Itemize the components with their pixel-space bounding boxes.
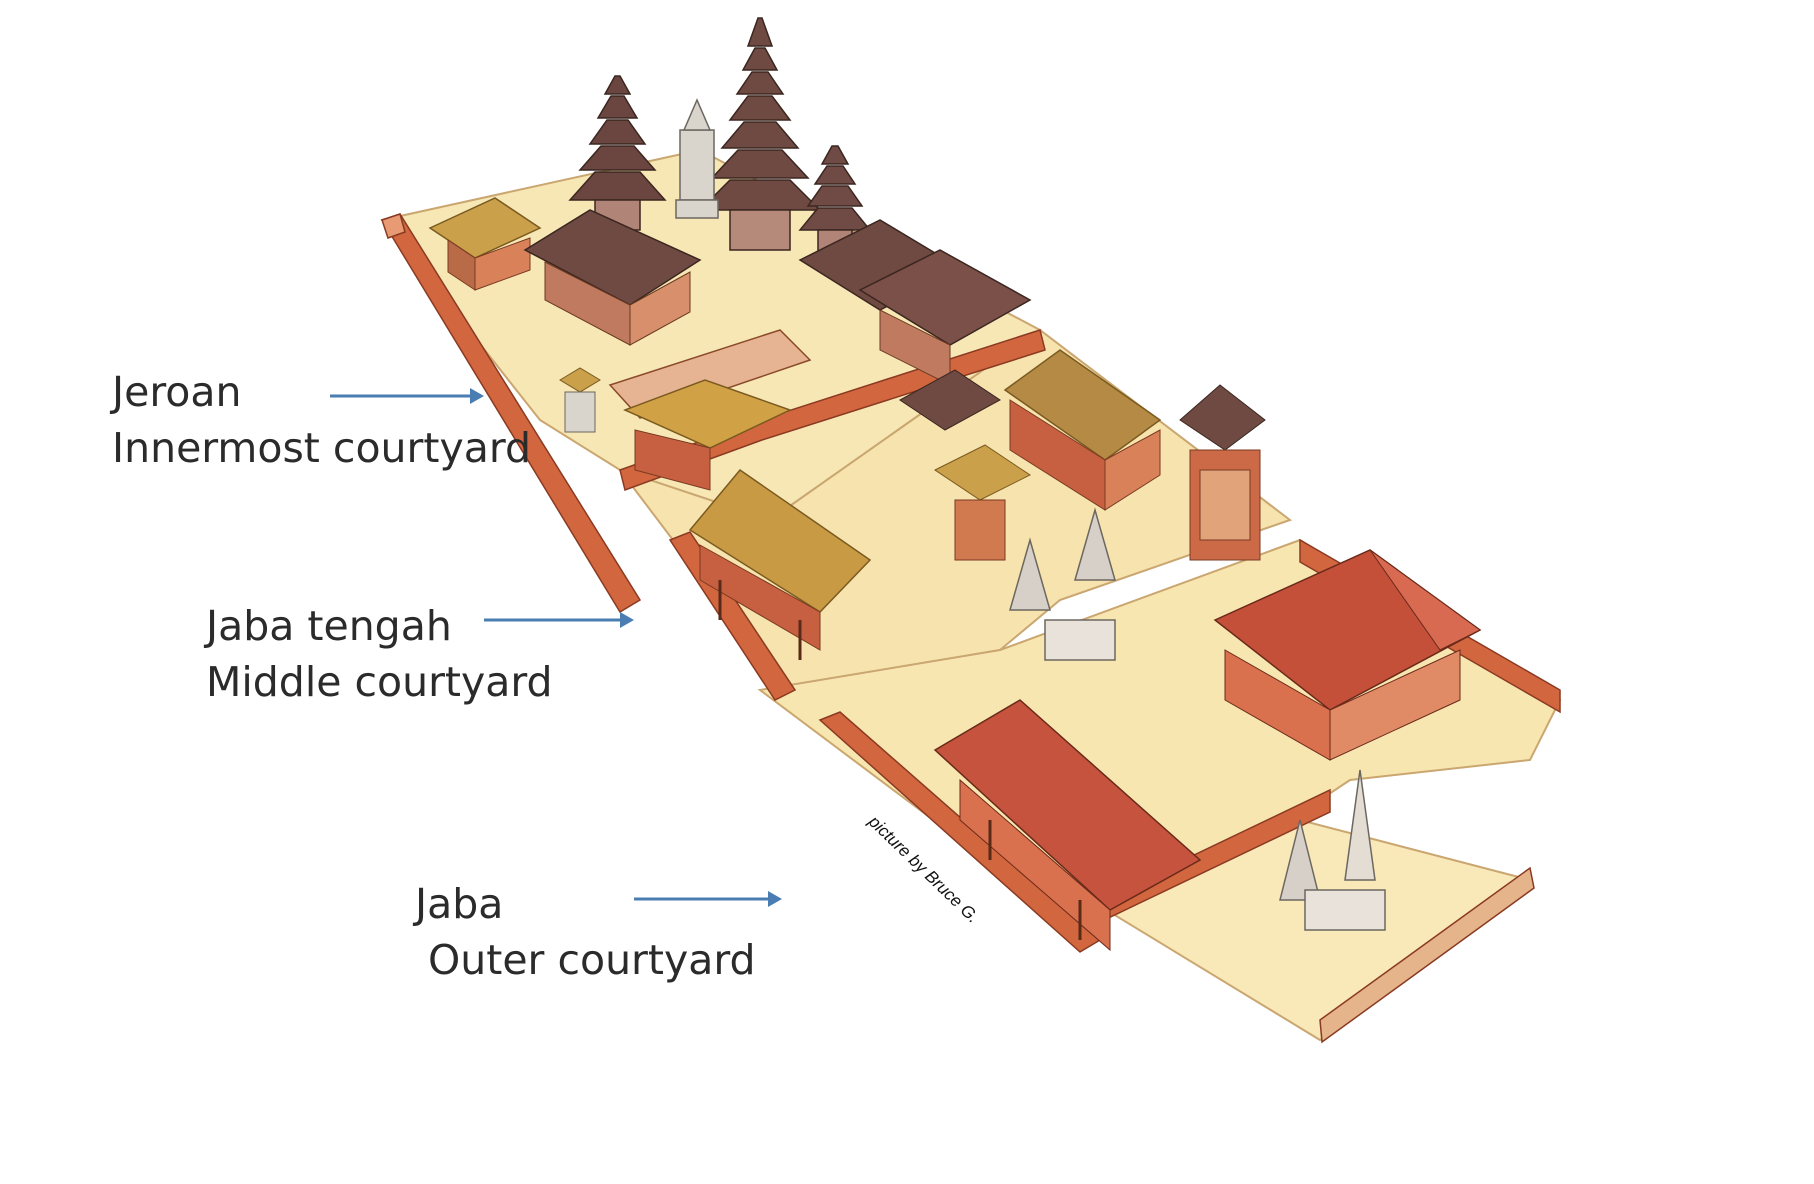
- west-wall-top: [381, 213, 406, 239]
- kulkul-tower: [1179, 384, 1266, 561]
- tiled-bale-outer-west: [933, 699, 1202, 952]
- label-jeroan-name: Jeroan: [112, 368, 242, 416]
- thatched-pavilion-middle: [688, 468, 872, 660]
- label-jaba-desc: Outer courtyard: [428, 936, 756, 984]
- thatched-bale-northwest: [428, 197, 542, 291]
- split-gate: [1009, 507, 1116, 661]
- tall-meru-tower: [698, 17, 822, 251]
- medium-meru-tower: [568, 75, 667, 231]
- stone-shrine: [675, 98, 719, 219]
- long-pavilion-inner: [608, 329, 812, 491]
- middle-buildings: [688, 349, 1266, 661]
- arrowhead-jeroan: [470, 388, 484, 404]
- small-shrine-inner: [559, 367, 601, 433]
- label-jaba-tengah-name: Jaba tengah: [206, 602, 452, 650]
- label-arrows: [330, 388, 782, 907]
- thatched-shrine-middle: [899, 369, 1031, 561]
- entrance-gate: [1279, 769, 1386, 931]
- label-jaba-tengah-desc: Middle courtyard: [206, 658, 553, 706]
- inner-pavilions: [428, 197, 1032, 491]
- dark-roof-bale-north: [523, 209, 702, 346]
- arrowhead-jaba: [768, 891, 782, 907]
- arrowhead-jaba-tengah: [620, 612, 634, 628]
- tiled-wantilan-outer-east: [1213, 549, 1482, 761]
- dark-roof-bale-east: [798, 219, 1032, 386]
- forecourt-wall: [1319, 866, 1535, 1044]
- meru-towers: [568, 17, 872, 261]
- label-jaba-name: Jaba: [415, 880, 504, 928]
- thatched-pavilion-east: [1003, 349, 1162, 511]
- outer-buildings: [933, 549, 1482, 952]
- label-jeroan-desc: Innermost courtyard: [112, 424, 532, 472]
